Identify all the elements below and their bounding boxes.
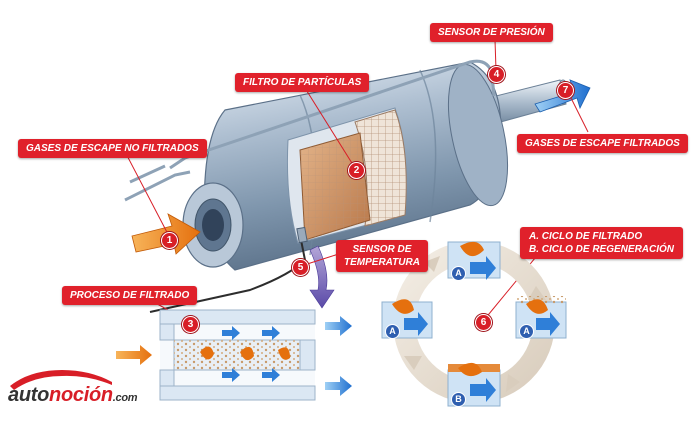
- cycle-marker-a-top: A: [451, 266, 466, 281]
- marker-4: 4: [488, 66, 505, 83]
- marker-6: 6: [475, 314, 492, 331]
- label-ciclos: A. CICLO DE FILTRADO B. CICLO DE REGENER…: [520, 227, 684, 259]
- logo-suffix: .com: [112, 392, 138, 404]
- logo-main: auto: [8, 384, 50, 406]
- label-proceso-filtrado: PROCESO DE FILTRADO: [62, 286, 198, 305]
- label-sensor-temperatura: SENSOR DE TEMPERATURA: [336, 240, 428, 272]
- logo-car-swoosh: [10, 370, 112, 390]
- filtration-process: [116, 309, 352, 401]
- marker-2: 2: [348, 162, 365, 179]
- regeneration-cycle: [381, 241, 567, 407]
- label-sensor-temperatura-line1: SENSOR DE: [352, 244, 412, 255]
- label-gases-no-filtrados: GASES DE ESCAPE NO FILTRADOS: [18, 139, 207, 158]
- brand-logo: autonoción.com: [8, 384, 138, 407]
- label-gases-filtrados: GASES DE ESCAPE FILTRADOS: [517, 134, 688, 153]
- label-sensor-temperatura-line2: TEMPERATURA: [344, 257, 420, 268]
- cycle-marker-a-left: A: [385, 324, 400, 339]
- marker-1: 1: [161, 232, 178, 249]
- label-filtro-particulas: FILTRO DE PARTÍCULAS: [235, 73, 370, 92]
- temperature-flow-arrow: [309, 245, 335, 309]
- logo-accent: noción: [49, 384, 113, 406]
- label-ciclo-regeneracion: B. CICLO DE REGENERACIÓN: [529, 244, 675, 255]
- label-ciclo-filtrado: A. CICLO DE FILTRADO: [529, 231, 643, 242]
- filter-body: [124, 59, 569, 313]
- cycle-marker-b-bottom: B: [451, 392, 466, 407]
- marker-7: 7: [557, 82, 574, 99]
- marker-3: 3: [182, 316, 199, 333]
- label-sensor-presion: SENSOR DE PRESIÓN: [430, 23, 553, 42]
- marker-5: 5: [292, 259, 309, 276]
- cycle-marker-a-right: A: [519, 324, 534, 339]
